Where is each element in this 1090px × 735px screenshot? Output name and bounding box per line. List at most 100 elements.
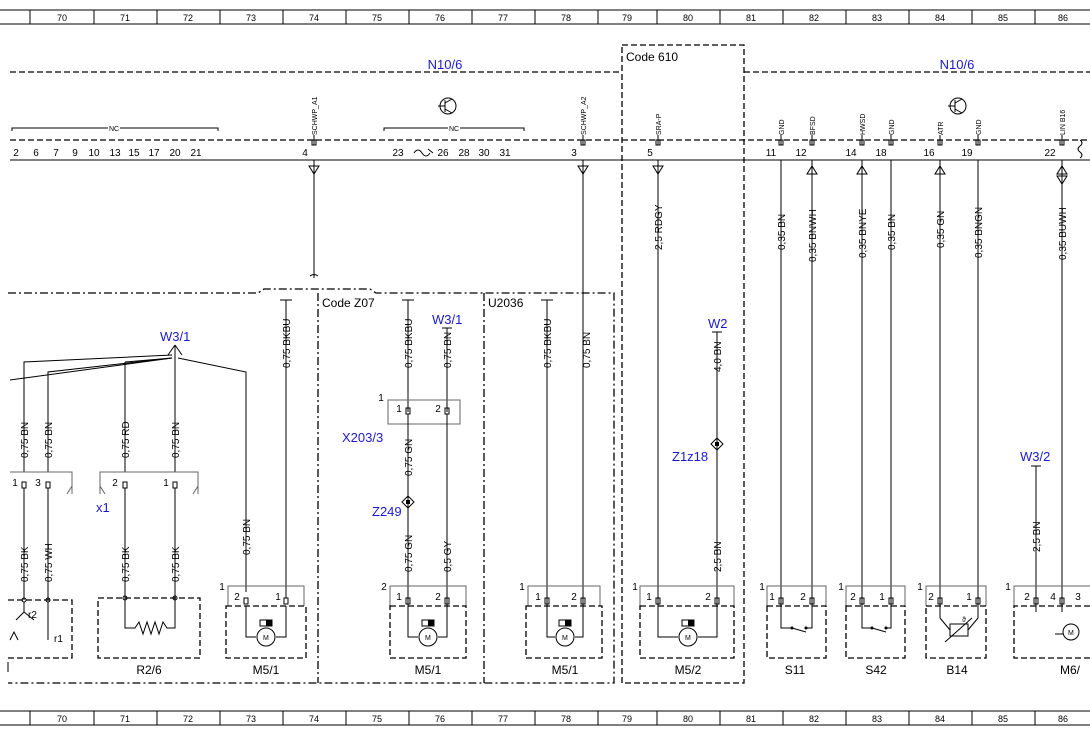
signal-name: GND: [976, 119, 983, 135]
ruler-label: 70: [57, 13, 67, 23]
pin-number: 1: [12, 478, 18, 489]
ruler-label: 85: [998, 13, 1008, 23]
ruler-label: 81: [746, 714, 756, 724]
signal-name: LIN B16: [1060, 110, 1067, 135]
ruler-label: 75: [372, 714, 382, 724]
pin-number: 22: [1044, 148, 1056, 159]
node-x1: x1: [96, 500, 110, 515]
pin-number: 9: [72, 148, 78, 159]
component-label-s11: S11: [785, 663, 806, 677]
svg-text:M: M: [685, 635, 691, 642]
wire-label: 0,35 BNGN: [974, 207, 985, 258]
ruler-label: 79: [622, 714, 632, 724]
pin-number: 3: [1075, 592, 1081, 603]
pin-number: 1: [1005, 582, 1011, 593]
bottom-ruler: 70 71 72 73 74 75 76 77 78 79 80 81 82 8…: [0, 710, 1090, 726]
pin-number: 3: [35, 478, 41, 489]
pin-number: 30: [478, 148, 490, 159]
u2036-section: 0,75 BKBU 1 1 2 M M5/1: [519, 299, 603, 677]
signal-name: GND: [889, 119, 896, 135]
pin-number: 1: [646, 592, 652, 603]
wire-label: 0,75 BKBU: [404, 319, 415, 368]
motor-icon: [678, 627, 698, 647]
pin-number: 5: [647, 148, 653, 159]
wire-label: 0,75 BK: [20, 546, 31, 582]
component-label-m6: M6/: [1060, 663, 1081, 677]
u2036-label: U2036: [488, 296, 524, 310]
pin-number: 1: [535, 592, 541, 603]
label-r1: r1: [54, 634, 63, 645]
wire-label: 0,75 GN: [404, 535, 415, 572]
ruler-label: 70: [57, 714, 67, 724]
code-z07-section: 0,75 BKBU W3/1 0,75 BN 1 1 2 X203/3 0,75…: [342, 299, 467, 677]
wire-label: 0,75 BN: [242, 519, 253, 555]
ruler-label: 86: [1058, 13, 1068, 23]
wire-label: 0,35 GN: [936, 211, 947, 248]
component-r2-6: [97, 597, 201, 659]
ruler-label: 75: [372, 13, 382, 23]
wire-label: 0,75 BK: [121, 546, 132, 582]
ruler-label: 83: [872, 714, 882, 724]
wire-label: 2,5 RDGY: [654, 204, 665, 250]
motor-icon: [1062, 623, 1080, 641]
wire-label: 0,35 BN: [777, 214, 788, 250]
pin-number: 15: [128, 148, 140, 159]
component-label-m5-1: M5/1: [415, 663, 442, 677]
node-w2: W2: [708, 316, 728, 331]
top-ruler: 70 71 72 73 74 75 76 77 78 79 80 81 82 8…: [0, 9, 1090, 25]
ruler-label: 81: [746, 13, 756, 23]
pin-number: 6: [33, 148, 39, 159]
code-610-box: [621, 44, 745, 684]
wire-label: 0,35 BNYE: [858, 208, 869, 258]
wire-pin4: [308, 160, 320, 278]
wire-label: 0,75 BN: [171, 422, 182, 458]
ruler-label: 84: [935, 13, 945, 23]
pin-number: 2: [800, 592, 806, 603]
pin-number: 2: [705, 592, 711, 603]
component-label-r2-6: R2/6: [136, 663, 162, 677]
lower-frame-left: [8, 288, 615, 684]
component-m5-1-a: 0,75 BKBU 1 2 1 M M5/1: [219, 299, 307, 677]
switch-icon: [780, 606, 813, 633]
wire-label: 2,5 BN: [713, 541, 724, 572]
splice-icon: [401, 495, 415, 509]
signal-name: BFSD: [810, 116, 817, 135]
ruler-label: 82: [809, 13, 819, 23]
signal-name: ATR: [938, 122, 945, 135]
node-w3-1: W3/1: [160, 329, 190, 344]
ruler-label: 83: [872, 13, 882, 23]
wire-label: 0,75 BKBU: [543, 319, 554, 368]
pin-number: 1: [519, 582, 525, 593]
pin-number: 1: [917, 582, 923, 593]
wire-label: 0,35 BNWH: [808, 209, 819, 262]
transistor-icon: [948, 97, 967, 115]
pin-number: 2: [928, 592, 934, 603]
nc-label: NC: [109, 126, 119, 133]
pin-number: 2: [13, 148, 19, 159]
control-unit-n10-6: N10/6 N10/6 NC NC 2 6 7 9 10 13 15 17: [10, 57, 1090, 161]
motor-icon: [418, 627, 438, 647]
m6-section: 0,35 BUWH W3/2 2,5 BN 1 2 4 3 M M6/: [1005, 160, 1090, 677]
ruler-label: 73: [246, 714, 256, 724]
code-z07-label: Code Z07: [322, 296, 375, 310]
ecu-label-right: N10/6: [940, 57, 975, 72]
svg-text:M: M: [263, 635, 269, 642]
ruler-label: 71: [120, 714, 130, 724]
pin-number: 1: [759, 582, 765, 593]
svg-text:M: M: [1068, 630, 1074, 637]
pin-number: 1: [163, 478, 169, 489]
signal-name: GND: [779, 119, 786, 135]
node-w3-2: W3/2: [1020, 449, 1050, 464]
pin-number: 1: [396, 592, 402, 603]
splice-icon: [710, 437, 724, 451]
pin-number: 3: [571, 148, 577, 159]
component-label-b14: B14: [946, 663, 968, 677]
pin-number: 1: [769, 592, 775, 603]
ruler-label: 78: [561, 714, 571, 724]
pin-number: 7: [53, 148, 59, 159]
ruler-label: 76: [435, 714, 445, 724]
svg-text:M: M: [425, 635, 431, 642]
pin-number: 2: [112, 478, 118, 489]
pin-number: 4: [1050, 592, 1056, 603]
